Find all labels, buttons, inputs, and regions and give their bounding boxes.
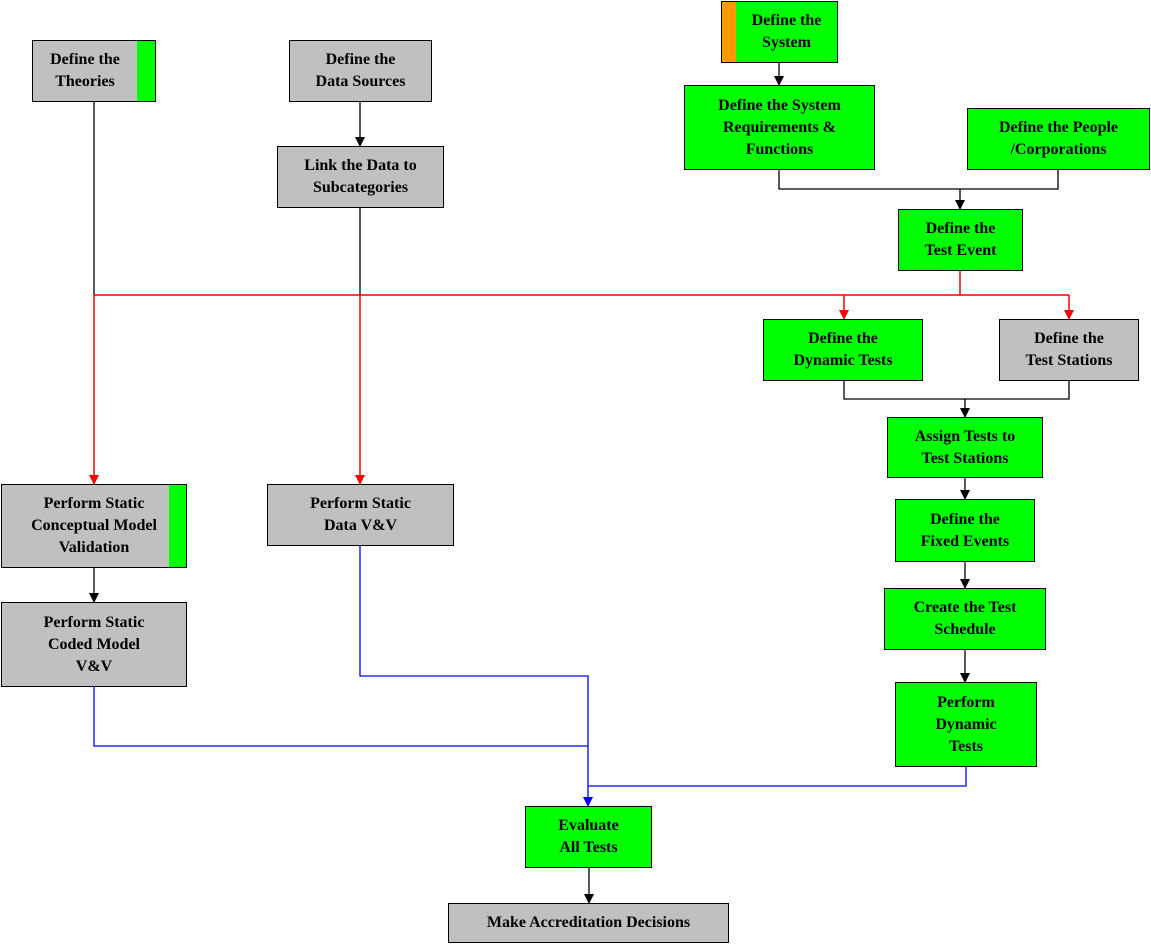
node-define-system: Define the System <box>721 1 838 63</box>
node-perform-static-data: Perform Static Data V&V <box>267 484 454 546</box>
connector-coded-to-bus <box>93 687 588 747</box>
node-label: Define the System Requirements & Functio… <box>718 96 841 158</box>
connector-dynamic-to-bus <box>588 767 967 787</box>
node-define-dynamic-tests: Define the Dynamic Tests <box>763 319 923 381</box>
node-perform-static-conceptual: Perform Static Conceptual Model Validati… <box>1 484 187 568</box>
node-label: Define the People /Corporations <box>998 119 1119 158</box>
node-label: Assign Tests to Test Stations <box>914 427 1016 467</box>
node-define-theories: Define the Theories <box>32 40 156 102</box>
orange-accent-bar <box>722 2 736 62</box>
node-perform-dynamic-tests: Perform Dynamic Tests <box>895 682 1037 767</box>
node-label: Define the Fixed Events <box>920 510 1010 550</box>
node-define-system-requirements: Define the System Requirements & Functio… <box>684 85 875 170</box>
node-label: Perform Static Data V&V <box>310 495 411 534</box>
node-label: Make Accreditation Decisions <box>486 914 691 931</box>
node-assign-tests: Assign Tests to Test Stations <box>887 417 1043 478</box>
node-define-test-stations: Define the Test Stations <box>999 319 1139 381</box>
node-label: Perform Static Coded Model V&V <box>43 613 145 675</box>
green-accent-bar <box>169 485 186 567</box>
node-label: Define the Theories <box>50 51 120 90</box>
node-label: Define the System <box>751 12 822 51</box>
connector-requirements-people-merge <box>778 170 1059 190</box>
node-define-fixed-events: Define the Fixed Events <box>895 499 1035 562</box>
node-define-test-event: Define the Test Event <box>898 209 1023 271</box>
node-label: Define the Test Event <box>924 220 997 259</box>
node-define-data-sources: Define the Data Sources <box>289 40 432 102</box>
node-label: Define the Dynamic Tests <box>793 330 893 369</box>
connector-static-data-to-evaluate <box>359 546 593 807</box>
node-define-people-corporations: Define the People /Corporations <box>967 108 1150 170</box>
connector-dynamic-stations-merge <box>843 381 1070 400</box>
node-label: Link the Data to Subcategories <box>304 157 417 196</box>
node-label: Define the Test Stations <box>1025 330 1113 369</box>
node-evaluate-all-tests: Evaluate All Tests <box>525 806 652 868</box>
node-label: Perform Dynamic Tests <box>935 693 997 755</box>
node-perform-static-coded: Perform Static Coded Model V&V <box>1 602 187 687</box>
node-label: Perform Static Conceptual Model Validati… <box>31 495 157 556</box>
node-make-accreditation-decisions: Make Accreditation Decisions <box>448 903 729 943</box>
node-create-test-schedule: Create the Test Schedule <box>884 588 1046 650</box>
node-link-data-to-subcategories: Link the Data to Subcategories <box>277 146 444 208</box>
node-label: Define the Data Sources <box>315 51 406 90</box>
node-label: Evaluate All Tests <box>558 817 619 856</box>
node-label: Create the Test Schedule <box>913 599 1017 638</box>
green-accent-bar <box>137 41 155 101</box>
